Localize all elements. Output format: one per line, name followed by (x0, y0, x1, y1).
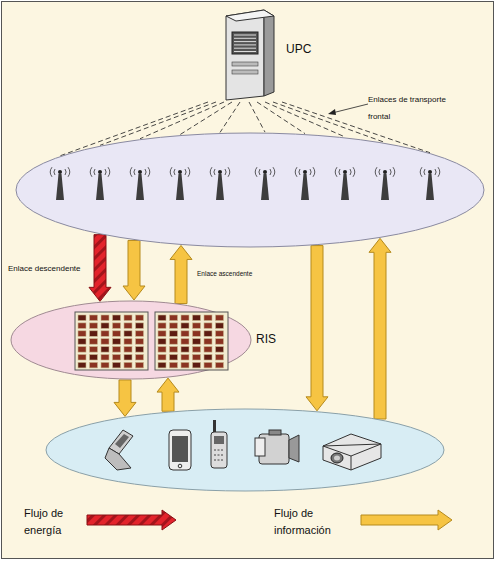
smartphone-icon (169, 430, 191, 470)
antenna-icon (255, 167, 274, 200)
phone-icon (105, 430, 133, 470)
camcorder-icon (255, 430, 299, 464)
antenna-icon (295, 167, 314, 200)
antenna-icon (170, 167, 189, 200)
server-icon (212, 6, 278, 102)
fronthaul-line (257, 102, 305, 134)
ris-panel (75, 312, 148, 370)
fronthaul-line (180, 102, 232, 135)
antenna-icon (335, 167, 354, 200)
legend-label: Flujo de energía (24, 505, 78, 538)
antenna-icon (375, 167, 394, 200)
fronthaul-line (220, 102, 240, 132)
legend-arrow (360, 509, 454, 531)
node-label: RIS (256, 332, 276, 346)
info-arrow (114, 380, 136, 416)
device-region (45, 408, 445, 492)
info-arrow (369, 238, 391, 419)
energy-arrow (89, 235, 111, 302)
info-arrow (123, 240, 145, 300)
antenna-icon (210, 167, 229, 200)
server-node: UPC (212, 6, 278, 102)
fronthaul-line (265, 102, 345, 137)
info-arrow (157, 378, 179, 411)
annotation-label: Enlace descendente (8, 264, 92, 274)
antenna-region (15, 132, 485, 248)
leader-line (328, 104, 368, 115)
region-ellipse (15, 132, 485, 248)
info-arrow (306, 246, 328, 411)
ris-panel (155, 312, 228, 370)
ris-region: RIS (10, 300, 252, 380)
antenna-icon (50, 167, 69, 200)
projector-icon (323, 434, 381, 470)
antenna-icon (90, 167, 109, 200)
legend-label: Flujo de información (274, 505, 338, 538)
node-label: UPC (286, 42, 311, 56)
fronthaul-line (249, 102, 265, 132)
antenna-icon (420, 167, 439, 200)
antenna-icon (130, 167, 149, 200)
radio-icon (211, 420, 227, 468)
annotation-label: Enlace ascendente (197, 270, 277, 278)
legend-arrow (86, 509, 178, 531)
info-arrow (170, 245, 192, 303)
region-ellipse (10, 300, 252, 380)
region-ellipse (45, 408, 445, 492)
annotation-label: Enlaces de transporte frontal (368, 92, 450, 126)
